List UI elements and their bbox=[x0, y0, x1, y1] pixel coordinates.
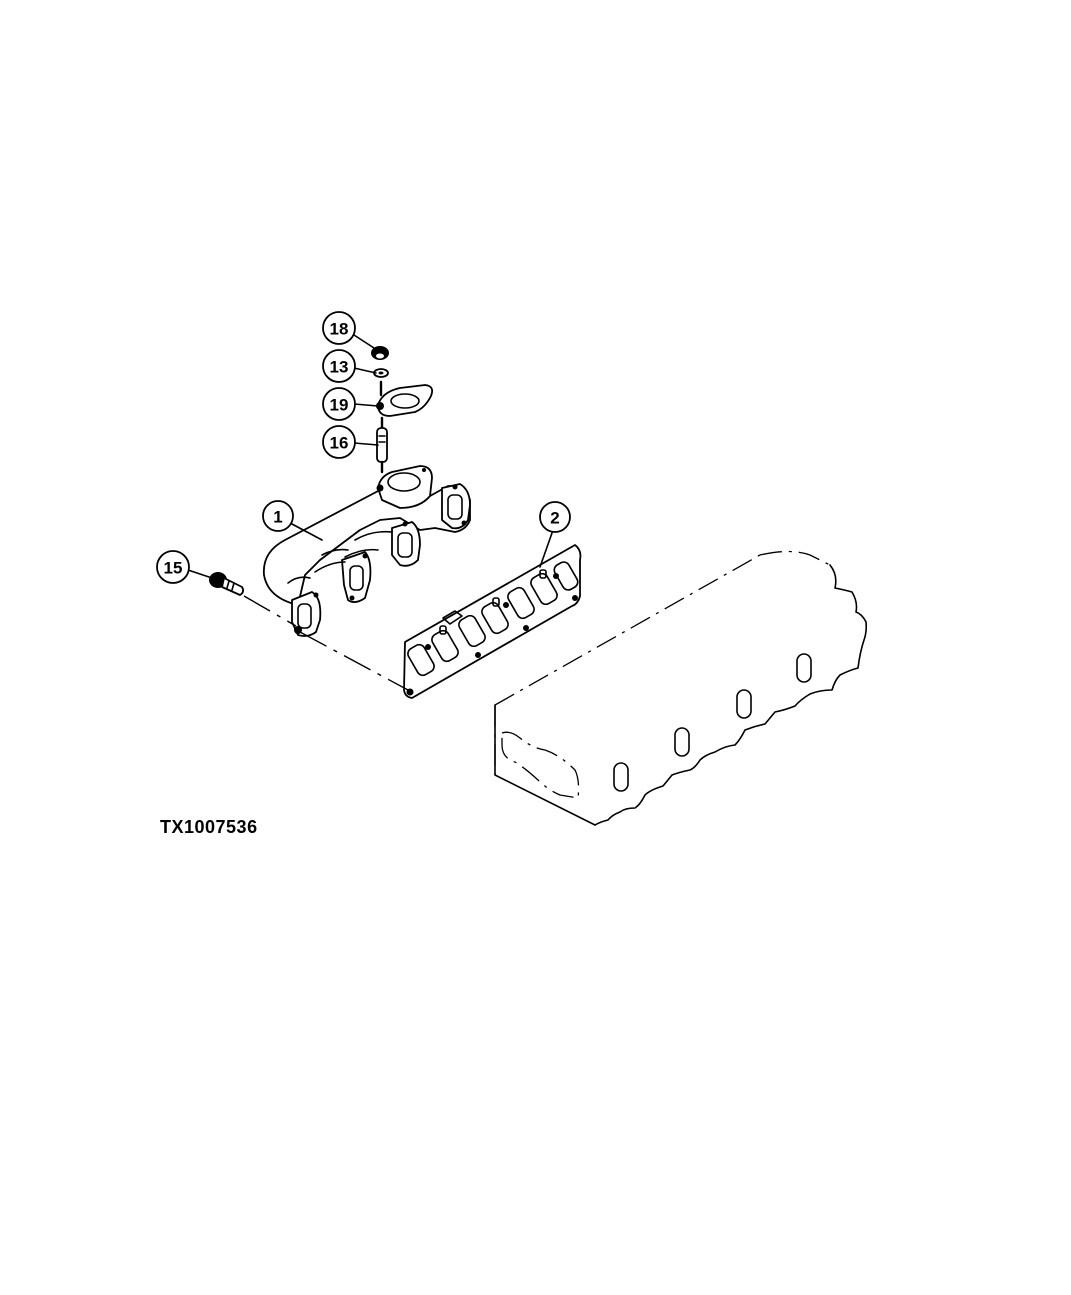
figure-id-label: TX1007536 bbox=[160, 817, 258, 837]
alignment-lines bbox=[243, 595, 409, 691]
callout-15: 15 bbox=[156, 550, 190, 584]
callout-number: 13 bbox=[330, 358, 349, 377]
callout-16: 16 bbox=[322, 425, 356, 459]
nut bbox=[371, 346, 389, 360]
callout-13: 13 bbox=[322, 349, 356, 383]
leader-lines bbox=[187, 334, 553, 579]
manifold-gasket bbox=[403, 544, 582, 699]
exhaust-manifold bbox=[262, 465, 471, 637]
callout-19: 19 bbox=[322, 387, 356, 421]
callout-number: 19 bbox=[330, 396, 349, 415]
cap-screw bbox=[209, 572, 245, 596]
cylinder-head-phantom bbox=[494, 550, 868, 826]
callout-number: 15 bbox=[164, 559, 183, 578]
callout-1: 1 bbox=[262, 500, 294, 532]
callout-18: 18 bbox=[322, 311, 356, 345]
stud bbox=[376, 416, 388, 474]
callout-number: 1 bbox=[273, 508, 282, 527]
callout-number: 16 bbox=[330, 434, 349, 453]
callout-number: 18 bbox=[330, 320, 349, 339]
flange-gasket bbox=[376, 380, 434, 417]
callout-2: 2 bbox=[539, 501, 571, 533]
callout-number: 2 bbox=[550, 509, 559, 528]
